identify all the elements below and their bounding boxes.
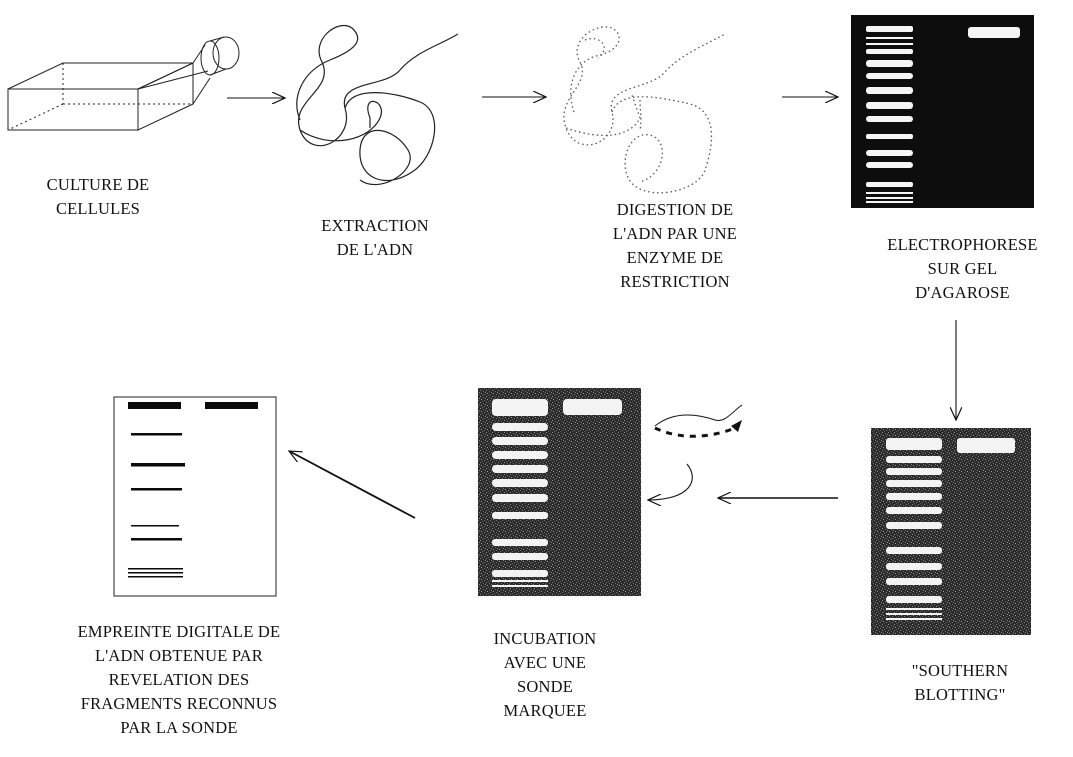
caption-extraction: EXTRACTION DE L'ADN: [321, 216, 429, 259]
southern-blot-membrane-icon: [871, 428, 1031, 635]
digested-dna-icon: [563, 26, 726, 194]
dna-fingerprint-autoradiograph-icon: [113, 396, 277, 597]
electrophoresis-gel-icon: [851, 15, 1034, 208]
caption-digestion: DIGESTION DE L'ADN PAR UNE ENZYME DE RES…: [612, 200, 738, 291]
caption-southern: "SOUTHERN BLOTTING": [911, 661, 1009, 704]
labeled-probe-icon: [654, 404, 743, 438]
curved-arrow-probe: [648, 463, 693, 500]
caption-electrophorese: ELECTROPHORESE SUR GEL D'AGAROSE: [887, 235, 1038, 302]
caption-empreinte: EMPREINTE DIGITALE DE L'ADN OBTENUE PAR …: [77, 622, 281, 737]
incubation-membrane-icon: [478, 388, 641, 596]
dna-strand-icon: [296, 25, 459, 186]
caption-incubation: INCUBATION AVEC UNE SONDE MARQUEE: [493, 629, 597, 720]
caption-culture: CULTURE DE CELLULES: [46, 175, 150, 218]
culture-flask-icon: [7, 36, 240, 131]
arrow-incubation-to-fingerprint: [289, 450, 416, 519]
